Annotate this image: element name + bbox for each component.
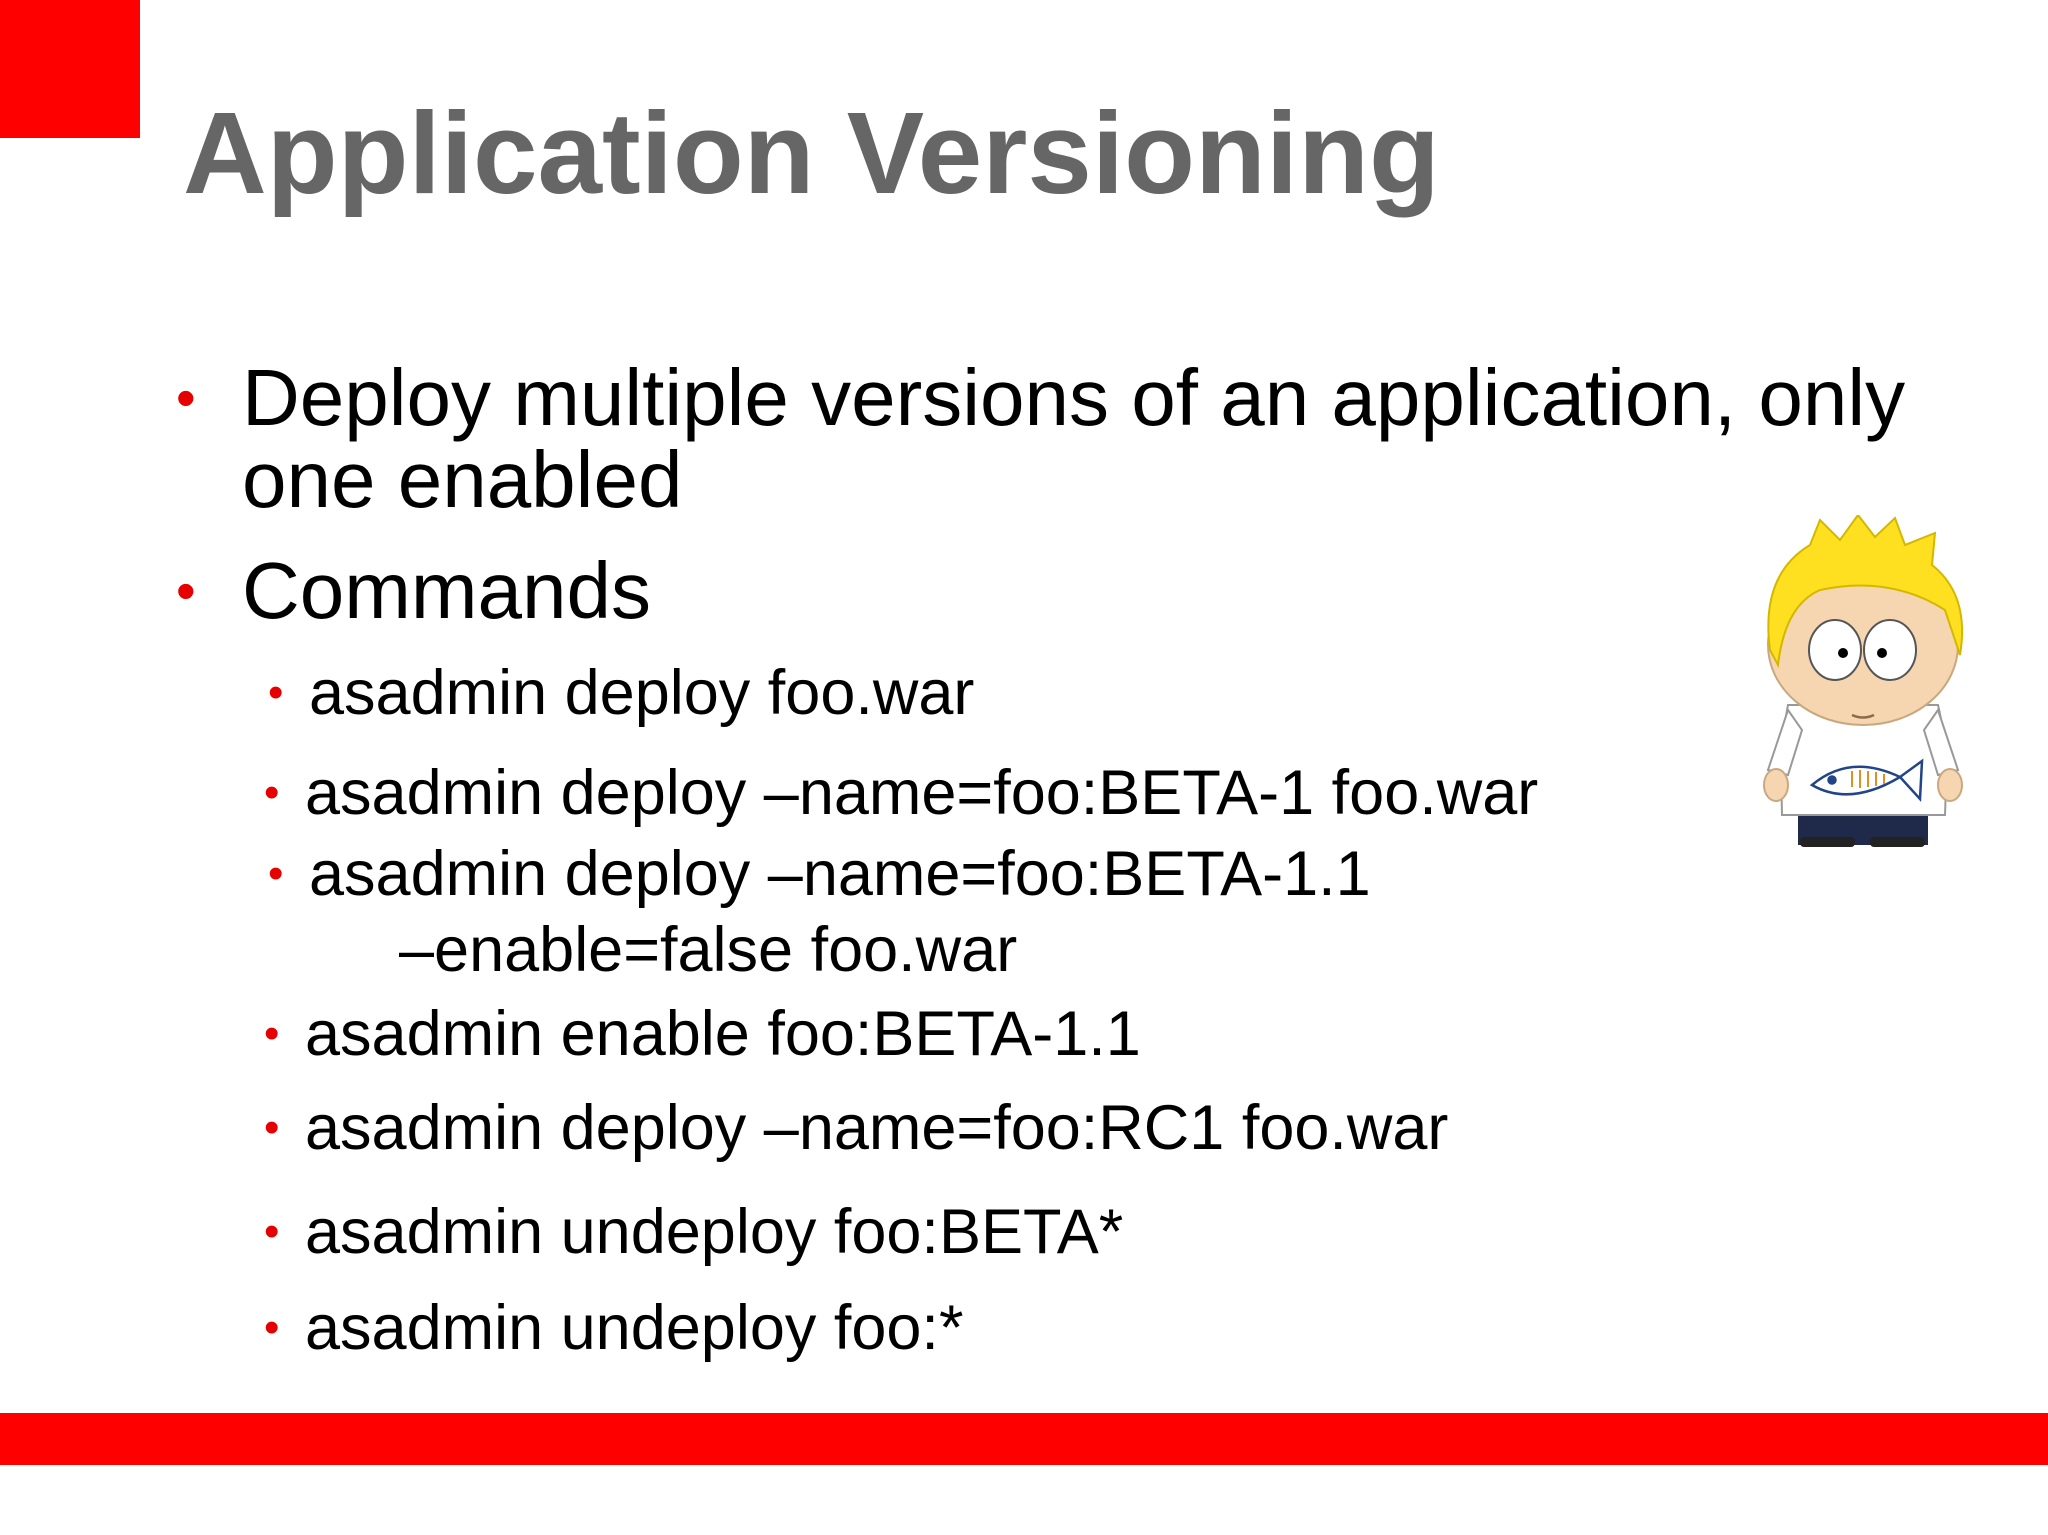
- command-text: asadmin undeploy foo:*: [305, 1293, 964, 1363]
- command-item: • asadmin undeploy foo:*: [264, 1290, 964, 1366]
- bullet-dot-icon: •: [264, 1303, 280, 1352]
- command-item: • asadmin enable foo:BETA-1.1: [264, 996, 1141, 1072]
- bullet-dot-icon: •: [264, 768, 280, 817]
- command-item: • asadmin deploy –name=foo:BETA-1 foo.wa…: [264, 755, 1539, 831]
- bullet-commands: • Commands: [176, 550, 651, 632]
- red-corner-accent: [0, 0, 140, 138]
- bottom-red-bar: [0, 1413, 2048, 1465]
- command-item: • asadmin deploy –name=foo:BETA-1.1 –ena…: [268, 836, 1371, 988]
- bullet-text: Commands: [242, 546, 652, 635]
- command-text: asadmin deploy –name=foo:RC1 foo.war: [305, 1093, 1449, 1163]
- bullet-dot-icon: •: [176, 366, 196, 429]
- bullet-dot-icon: •: [268, 849, 284, 898]
- command-text: asadmin deploy foo.war: [309, 658, 975, 728]
- bullet-dot-icon: •: [264, 1207, 280, 1256]
- bullet-dot-icon: •: [268, 668, 284, 717]
- command-text: asadmin deploy –name=foo:BETA-1.1: [309, 839, 1371, 909]
- command-item: • asadmin deploy foo.war: [268, 655, 975, 731]
- command-text: asadmin deploy –name=foo:BETA-1 foo.war: [305, 758, 1539, 828]
- bullet-text-line1: Deploy multiple versions of an applicati…: [242, 353, 1906, 442]
- command-text-continuation: –enable=false foo.war: [399, 915, 1018, 985]
- command-text: asadmin undeploy foo:BETA*: [305, 1197, 1124, 1267]
- command-item: • asadmin undeploy foo:BETA*: [264, 1194, 1124, 1270]
- slide-title: Application Versioning: [183, 88, 1440, 218]
- bullet-deploy-multiple: • Deploy multiple versions of an applica…: [176, 353, 1906, 524]
- command-text: asadmin enable foo:BETA-1.1: [305, 999, 1141, 1069]
- bullet-dot-icon: •: [176, 559, 196, 622]
- bullet-dot-icon: •: [264, 1103, 280, 1152]
- bullet-text-line2: one enabled: [242, 435, 683, 524]
- command-item: • asadmin deploy –name=foo:RC1 foo.war: [264, 1090, 1449, 1166]
- mascot-icon: [1763, 515, 1964, 847]
- bullet-dot-icon: •: [264, 1009, 280, 1058]
